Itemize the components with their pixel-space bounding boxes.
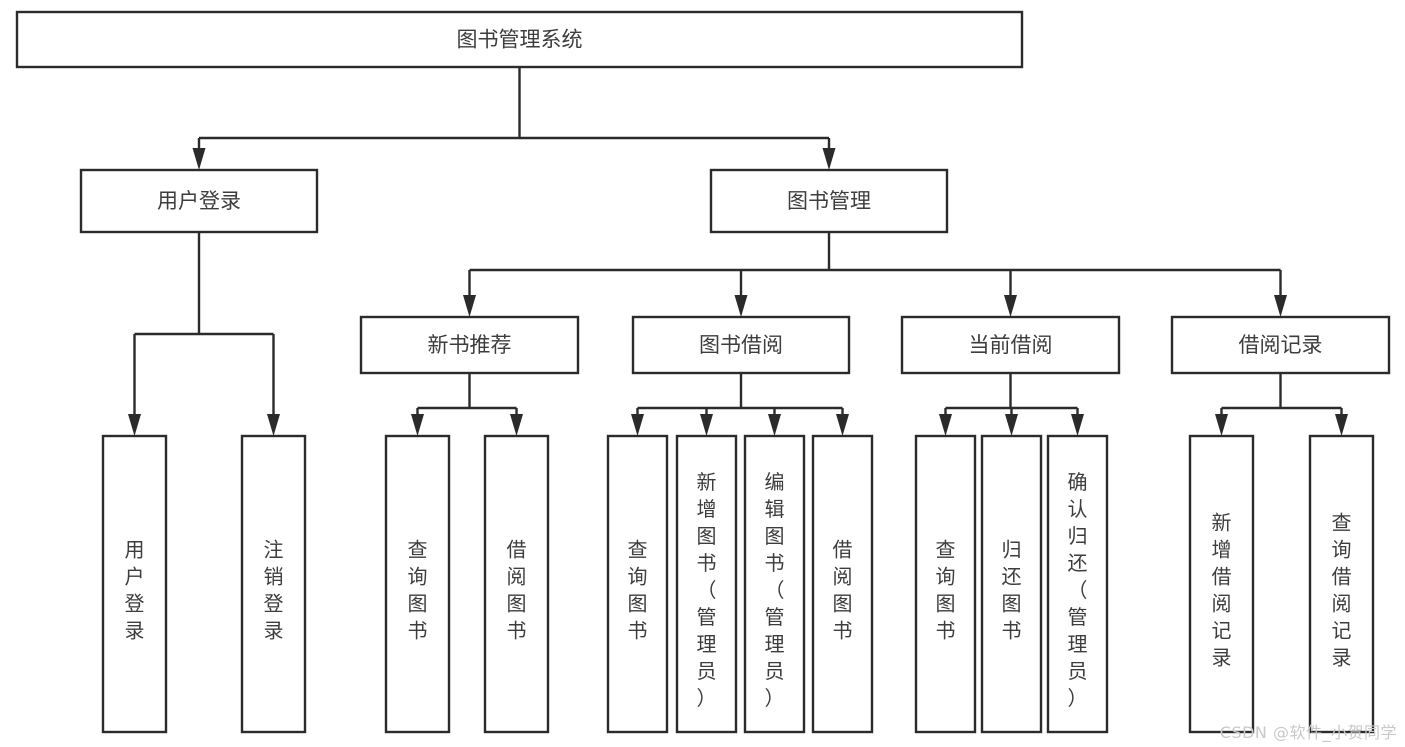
node-leaf-edit-book[interactable]: 编辑图书（管理员） [743,434,806,734]
node-user-login[interactable]: 用户登录 [79,168,319,234]
node-leaf-user-login-box[interactable] [101,434,168,734]
to-leaf-user-login-arrowhead [128,414,141,436]
node-leaf-return-book[interactable]: 归还图书 [980,434,1043,734]
node-leaf-confirm-return-box[interactable] [1046,434,1109,734]
node-leaf-query-book-current-box[interactable] [914,434,977,734]
node-current-borrow[interactable]: 当前借阅 [900,315,1121,375]
connector-layer [128,67,1348,436]
node-leaf-query-book-rec-box[interactable] [384,434,451,734]
node-leaf-return-book-box[interactable] [980,434,1043,734]
node-leaf-edit-book-box[interactable] [743,434,806,734]
node-new-book-recommend[interactable]: 新书推荐 [359,315,580,375]
node-current-borrow-label: 当前借阅 [969,333,1053,357]
node-borrow-record-box[interactable] [1170,315,1391,375]
node-book-manage-box[interactable] [709,168,949,234]
to-borrow-record-arrowhead [1274,295,1287,317]
node-leaf-query-record[interactable]: 查询借阅记录 [1308,434,1375,734]
node-leaf-edit-book-label: 编辑图书（管理员） [765,469,785,709]
node-new-book-recommend-box[interactable] [359,315,580,375]
node-book-manage-label: 图书管理 [787,189,871,213]
node-leaf-query-book-borrow[interactable]: 查询图书 [606,434,669,734]
node-book-borrow-box[interactable] [631,315,851,375]
node-new-book-recommend-label: 新书推荐 [428,333,512,357]
root-to-user-login-arrowhead [192,148,206,170]
to-leaf-confirm-return-arrowhead [1071,414,1084,436]
node-leaf-query-record-box[interactable] [1308,434,1375,734]
to-leaf-query-book-rec-arrowhead [411,414,424,436]
node-leaf-query-book-borrow-box[interactable] [606,434,669,734]
node-leaf-query-book-rec[interactable]: 查询图书 [384,434,451,734]
node-leaf-borrow-book-rec[interactable]: 借阅图书 [483,434,550,734]
to-new-book-rec-arrowhead [463,295,476,317]
node-leaf-query-book-current-label: 查询图书 [936,537,956,642]
node-leaf-user-login-label: 用户登录 [125,537,145,642]
node-leaf-query-book-rec-label: 查询图书 [408,537,428,642]
node-book-borrow[interactable]: 图书借阅 [631,315,851,375]
node-leaf-borrow-book-rec-box[interactable] [483,434,550,734]
node-leaf-borrow-book-label: 借阅图书 [833,537,853,642]
to-current-borrow-arrowhead [1004,295,1017,317]
node-leaf-confirm-return[interactable]: 确认归还（管理员） [1046,434,1109,734]
node-leaf-return-book-label: 归还图书 [1002,537,1022,642]
node-leaf-add-record[interactable]: 新增借阅记录 [1188,434,1255,734]
node-leaf-borrow-book-rec-label: 借阅图书 [507,537,527,642]
node-borrow-record[interactable]: 借阅记录 [1170,315,1391,375]
node-leaf-confirm-return-label: 确认归还（管理员） [1068,469,1088,709]
node-user-login-box[interactable] [79,168,319,234]
to-book-borrow-arrowhead [734,295,748,317]
to-leaf-query-book-current-arrowhead [939,414,952,436]
node-current-borrow-box[interactable] [900,315,1121,375]
node-leaf-borrow-book[interactable]: 借阅图书 [811,434,874,734]
node-leaf-query-book-current[interactable]: 查询图书 [914,434,977,734]
to-leaf-return-book-arrowhead [1005,414,1018,436]
node-leaf-logout-box[interactable] [240,434,307,734]
node-leaf-add-book-label: 新增图书（管理员） [697,469,717,709]
node-leaf-add-book[interactable]: 新增图书（管理员） [675,434,738,734]
node-user-login-label: 用户登录 [157,189,241,213]
node-layer: 图书管理系统用户登录图书管理新书推荐图书借阅当前借阅借阅记录用户登录注销登录查询… [15,10,1391,734]
node-borrow-record-label: 借阅记录 [1239,333,1323,357]
to-leaf-add-book-arrowhead [700,414,713,436]
node-leaf-borrow-book-box[interactable] [811,434,874,734]
to-leaf-logout-arrowhead [267,414,280,436]
node-leaf-user-login[interactable]: 用户登录 [101,434,168,734]
to-leaf-edit-book-arrowhead [768,414,781,436]
node-leaf-add-book-box[interactable] [675,434,738,734]
node-leaf-add-record-box[interactable] [1188,434,1255,734]
to-leaf-add-record-arrowhead [1215,414,1228,436]
node-root[interactable]: 图书管理系统 [15,10,1024,69]
node-leaf-logout-label: 注销登录 [264,537,284,642]
to-leaf-query-record-arrowhead [1335,414,1348,436]
node-leaf-logout[interactable]: 注销登录 [240,434,307,734]
node-leaf-add-record-label: 新增借阅记录 [1212,510,1232,669]
node-root-label: 图书管理系统 [457,28,583,52]
to-leaf-borrow-book-arrowhead [836,414,849,436]
node-leaf-query-record-label: 查询借阅记录 [1332,510,1352,669]
node-book-borrow-label: 图书借阅 [699,333,783,357]
to-leaf-borrow-book-rec-arrowhead [510,414,523,436]
root-to-book-manage-arrowhead [822,148,836,170]
node-leaf-query-book-borrow-label: 查询图书 [628,537,648,642]
node-book-manage[interactable]: 图书管理 [709,168,949,234]
to-leaf-query-book-borrow-arrowhead [631,414,644,436]
node-root-box[interactable] [15,10,1024,69]
